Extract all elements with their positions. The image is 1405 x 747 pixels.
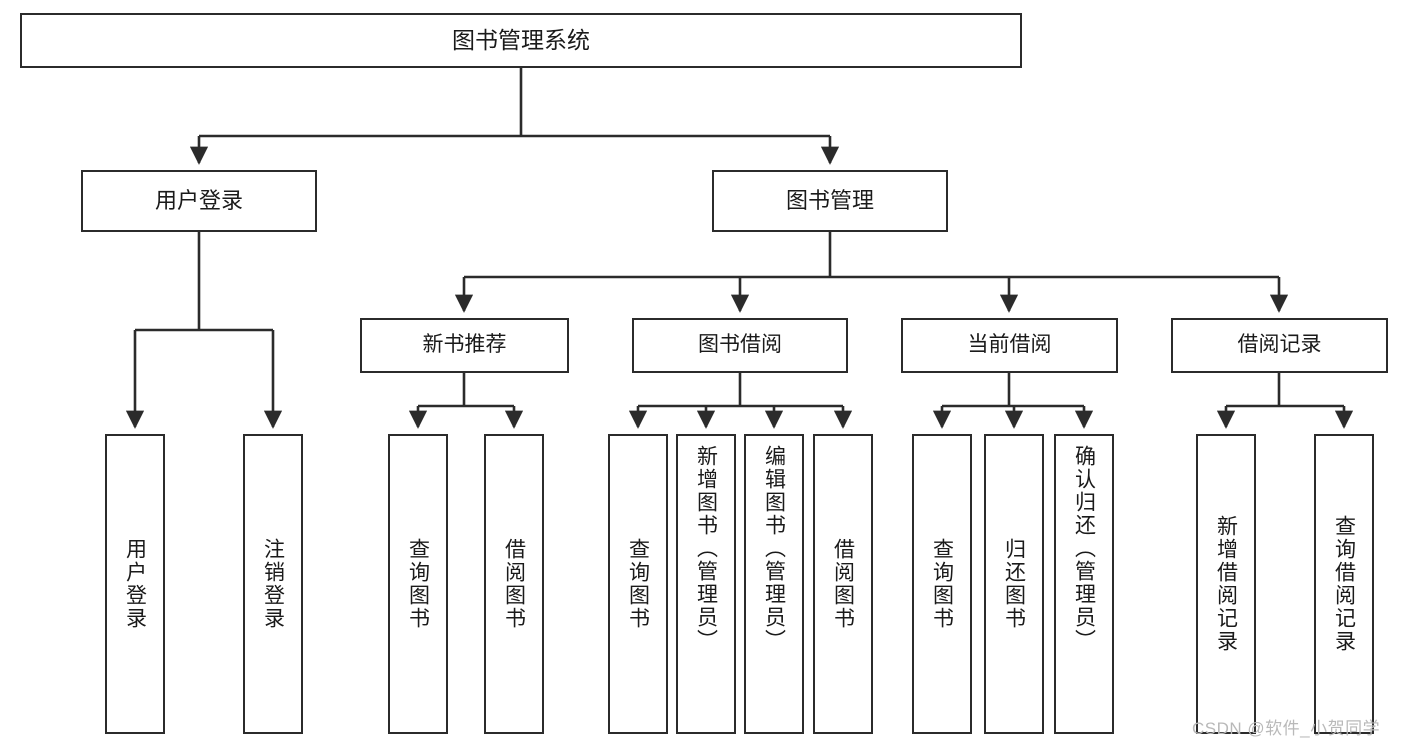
node-book-borrow[interactable]: 图书借阅 (632, 318, 848, 373)
node-leaf-query-record[interactable]: 查询借阅记录 (1314, 434, 1374, 734)
node-leaf-add-book-label: 新增图书（管理员） (694, 445, 718, 652)
node-book-manage-label: 图书管理 (785, 188, 874, 214)
node-leaf-return-book-label: 归还图书 (1002, 538, 1026, 630)
node-leaf-query-book-3-label: 查询图书 (930, 538, 954, 630)
node-leaf-add-record-label: 新增借阅记录 (1214, 515, 1238, 653)
node-new-book-recommend-label: 新书推荐 (422, 333, 507, 357)
node-leaf-query-record-label: 查询借阅记录 (1332, 515, 1356, 653)
node-leaf-edit-book-label: 编辑图书（管理员） (762, 445, 786, 652)
node-leaf-query-book-1[interactable]: 查询图书 (388, 434, 448, 734)
node-leaf-logout-login-label: 注销登录 (261, 538, 285, 630)
node-leaf-query-book-3[interactable]: 查询图书 (912, 434, 972, 734)
node-leaf-query-book-2[interactable]: 查询图书 (608, 434, 668, 734)
node-root-label: 图书管理系统 (452, 26, 590, 53)
node-leaf-borrow-book-1[interactable]: 借阅图书 (484, 434, 544, 734)
node-leaf-query-book-2-label: 查询图书 (626, 538, 650, 630)
node-leaf-user-login[interactable]: 用户登录 (105, 434, 165, 734)
node-current-borrow-label: 当前借阅 (967, 333, 1052, 357)
node-book-borrow-label: 图书借阅 (698, 333, 782, 357)
node-leaf-add-book[interactable]: 新增图书（管理员） (676, 434, 736, 734)
node-root[interactable]: 图书管理系统 (20, 13, 1022, 68)
node-new-book-recommend[interactable]: 新书推荐 (360, 318, 569, 373)
node-leaf-confirm-return-label: 确认归还（管理员） (1072, 445, 1096, 652)
node-leaf-borrow-book-1-label: 借阅图书 (502, 538, 526, 630)
node-leaf-borrow-book-2[interactable]: 借阅图书 (813, 434, 873, 734)
node-leaf-query-book-1-label: 查询图书 (406, 538, 430, 630)
node-leaf-add-record[interactable]: 新增借阅记录 (1196, 434, 1256, 734)
node-borrow-record[interactable]: 借阅记录 (1171, 318, 1388, 373)
node-user-login[interactable]: 用户登录 (81, 170, 317, 232)
node-leaf-logout-login[interactable]: 注销登录 (243, 434, 303, 734)
node-leaf-edit-book[interactable]: 编辑图书（管理员） (744, 434, 804, 734)
node-leaf-confirm-return[interactable]: 确认归还（管理员） (1054, 434, 1114, 734)
node-leaf-return-book[interactable]: 归还图书 (984, 434, 1044, 734)
node-borrow-record-label: 借阅记录 (1237, 333, 1322, 357)
node-leaf-borrow-book-2-label: 借阅图书 (831, 538, 855, 630)
node-leaf-user-login-label: 用户登录 (123, 538, 147, 630)
node-current-borrow[interactable]: 当前借阅 (901, 318, 1118, 373)
csdn-watermark: CSDN @软件_小贺同学 (1192, 719, 1381, 738)
node-user-login-label: 用户登录 (154, 188, 243, 214)
node-book-manage[interactable]: 图书管理 (712, 170, 948, 232)
